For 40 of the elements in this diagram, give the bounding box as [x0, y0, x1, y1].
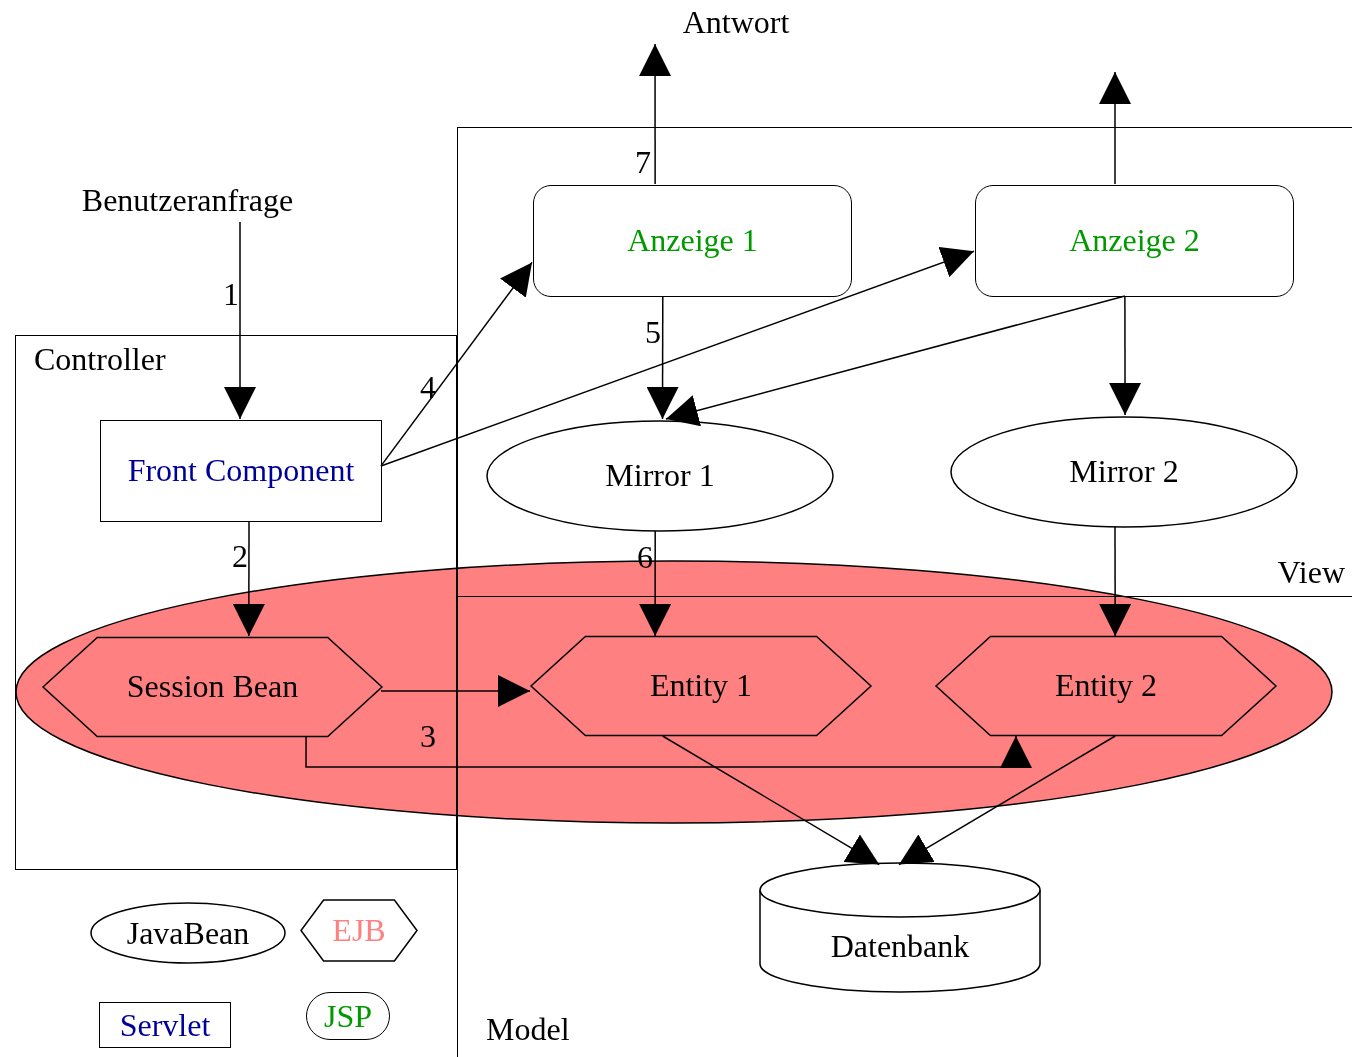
arrow: [639, 530, 672, 637]
edge-label: 5: [645, 316, 661, 348]
edge-label: 4: [420, 371, 436, 403]
arrow: [380, 261, 533, 467]
ejb-hexagon: Session Bean: [43, 637, 382, 737]
bean-ellipse: Mirror 2: [950, 416, 1298, 528]
legend-item: JavaBean: [90, 902, 286, 964]
arrow: [661, 735, 880, 866]
edge-label: 2: [232, 540, 248, 572]
group-frame: [15, 335, 457, 870]
edge-label: 3: [420, 720, 436, 752]
ejb-hexagon: Entity 1: [531, 636, 871, 736]
jsp-box: Anzeige 1: [533, 185, 852, 297]
jsp-box: Anzeige 2: [975, 185, 1294, 297]
legend-item: EJB: [300, 899, 418, 962]
group-frame: [457, 127, 1352, 597]
ejb-hexagon: Entity 2: [936, 636, 1276, 736]
arrow: [380, 675, 531, 707]
database-cylinder: Datenbank: [759, 862, 1041, 992]
arrow: [639, 43, 672, 185]
output-label: Antwort: [620, 2, 852, 44]
group-title: View: [1277, 554, 1345, 590]
arrow: [646, 295, 679, 420]
arrow: [1109, 295, 1142, 416]
edge-label: 1: [223, 278, 239, 310]
arrow: [665, 295, 1126, 427]
arrow: [305, 735, 1032, 769]
arrow: [1099, 71, 1131, 185]
arrow: [232, 520, 265, 637]
servlet-box: Front Component: [100, 420, 382, 522]
bean-ellipse: Mirror 1: [486, 420, 834, 532]
input-label: Benutzeranfrage: [60, 180, 315, 222]
group-title: Model: [486, 1011, 570, 1047]
legend-item: Servlet: [99, 1002, 231, 1048]
arrow: [224, 221, 256, 420]
arrow: [898, 735, 1116, 866]
arrow: [380, 247, 975, 467]
arrow: [1099, 526, 1132, 637]
group-title: Controller: [34, 342, 166, 378]
edge-label: 7: [635, 146, 651, 178]
